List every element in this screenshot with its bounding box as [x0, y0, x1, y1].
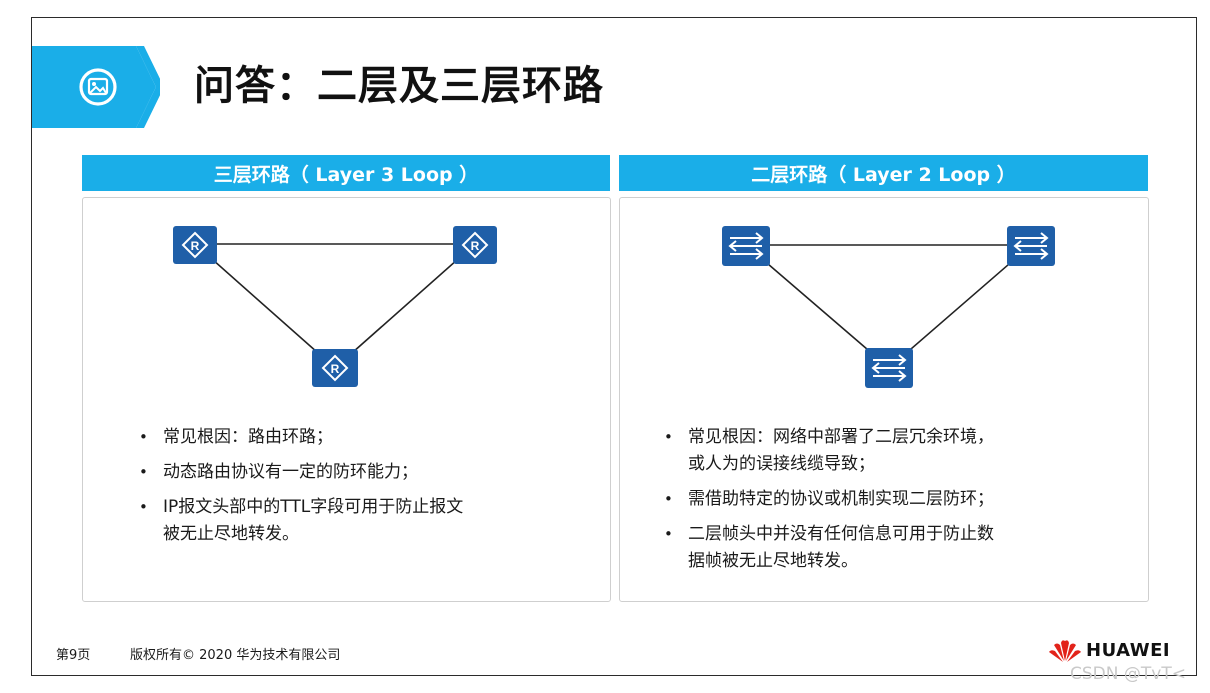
list-item: 常见根因：网络中部署了二层冗余环境， [660, 424, 1140, 451]
brand-logo: HUAWEI [1048, 636, 1170, 664]
router-icon: R [312, 349, 358, 387]
switch-icon [1007, 226, 1055, 266]
link-line [888, 244, 1032, 369]
list-item-continuation: 或人为的误接线缆导致； [688, 454, 875, 474]
layer2-loop-diagram [722, 226, 1055, 388]
picture-icon [79, 68, 117, 106]
copyright-text: 版权所有© 2020 华为技术有限公司 [130, 648, 341, 663]
page-number: 第9页 [56, 648, 91, 663]
watermark: CSDN @TvT< [1070, 664, 1186, 684]
left-bullet-list: 常见根因：路由环路； 动态路由协议有一定的防环能力； IP报文头部中的TTL字段… [135, 424, 595, 556]
right-bullet-list: 常见根因：网络中部署了二层冗余环境， 或人为的误接线缆导致； 需借助特定的协议或… [660, 424, 1140, 583]
brand-name: HUAWEI [1086, 639, 1171, 661]
svg-text:R: R [471, 239, 480, 253]
right-panel: 常见根因：网络中部署了二层冗余环境， 或人为的误接线缆导致； 需借助特定的协议或… [619, 197, 1149, 602]
left-panel-heading: 三层环路（ Layer 3 Loop ） [82, 155, 610, 191]
svg-text:R: R [331, 362, 340, 376]
list-item: 二层帧头中并没有任何信息可用于防止数 [660, 521, 1140, 548]
layer3-loop-diagram: R R R [173, 226, 497, 387]
list-item: 需借助特定的协议或机制实现二层防环； [660, 486, 1140, 513]
link-line [194, 243, 336, 369]
switch-icon [722, 226, 770, 266]
link-line [334, 243, 476, 369]
svg-text:R: R [191, 239, 200, 253]
huawei-logo-icon [1049, 640, 1081, 662]
list-item: 动态路由协议有一定的防环能力； [135, 459, 595, 486]
switch-icon [865, 348, 913, 388]
header-band [32, 46, 160, 128]
list-item-continuation: 据帧被无止尽地转发。 [688, 551, 858, 571]
link-line [745, 244, 890, 369]
page-title: 问答：二层及三层环路 [194, 63, 604, 109]
router-icon: R [173, 226, 217, 264]
list-item-continuation: 被无止尽地转发。 [163, 524, 299, 544]
right-panel-heading: 二层环路（ Layer 2 Loop ） [619, 155, 1148, 191]
list-item: 常见根因：路由环路； [135, 424, 595, 451]
left-panel: R R R 常见根因：路由环路； 动态路由协议有一定的防环能力； IP报文头部中… [82, 197, 611, 602]
list-item: IP报文头部中的TTL字段可用于防止报文 [135, 494, 595, 521]
router-icon: R [453, 226, 497, 264]
